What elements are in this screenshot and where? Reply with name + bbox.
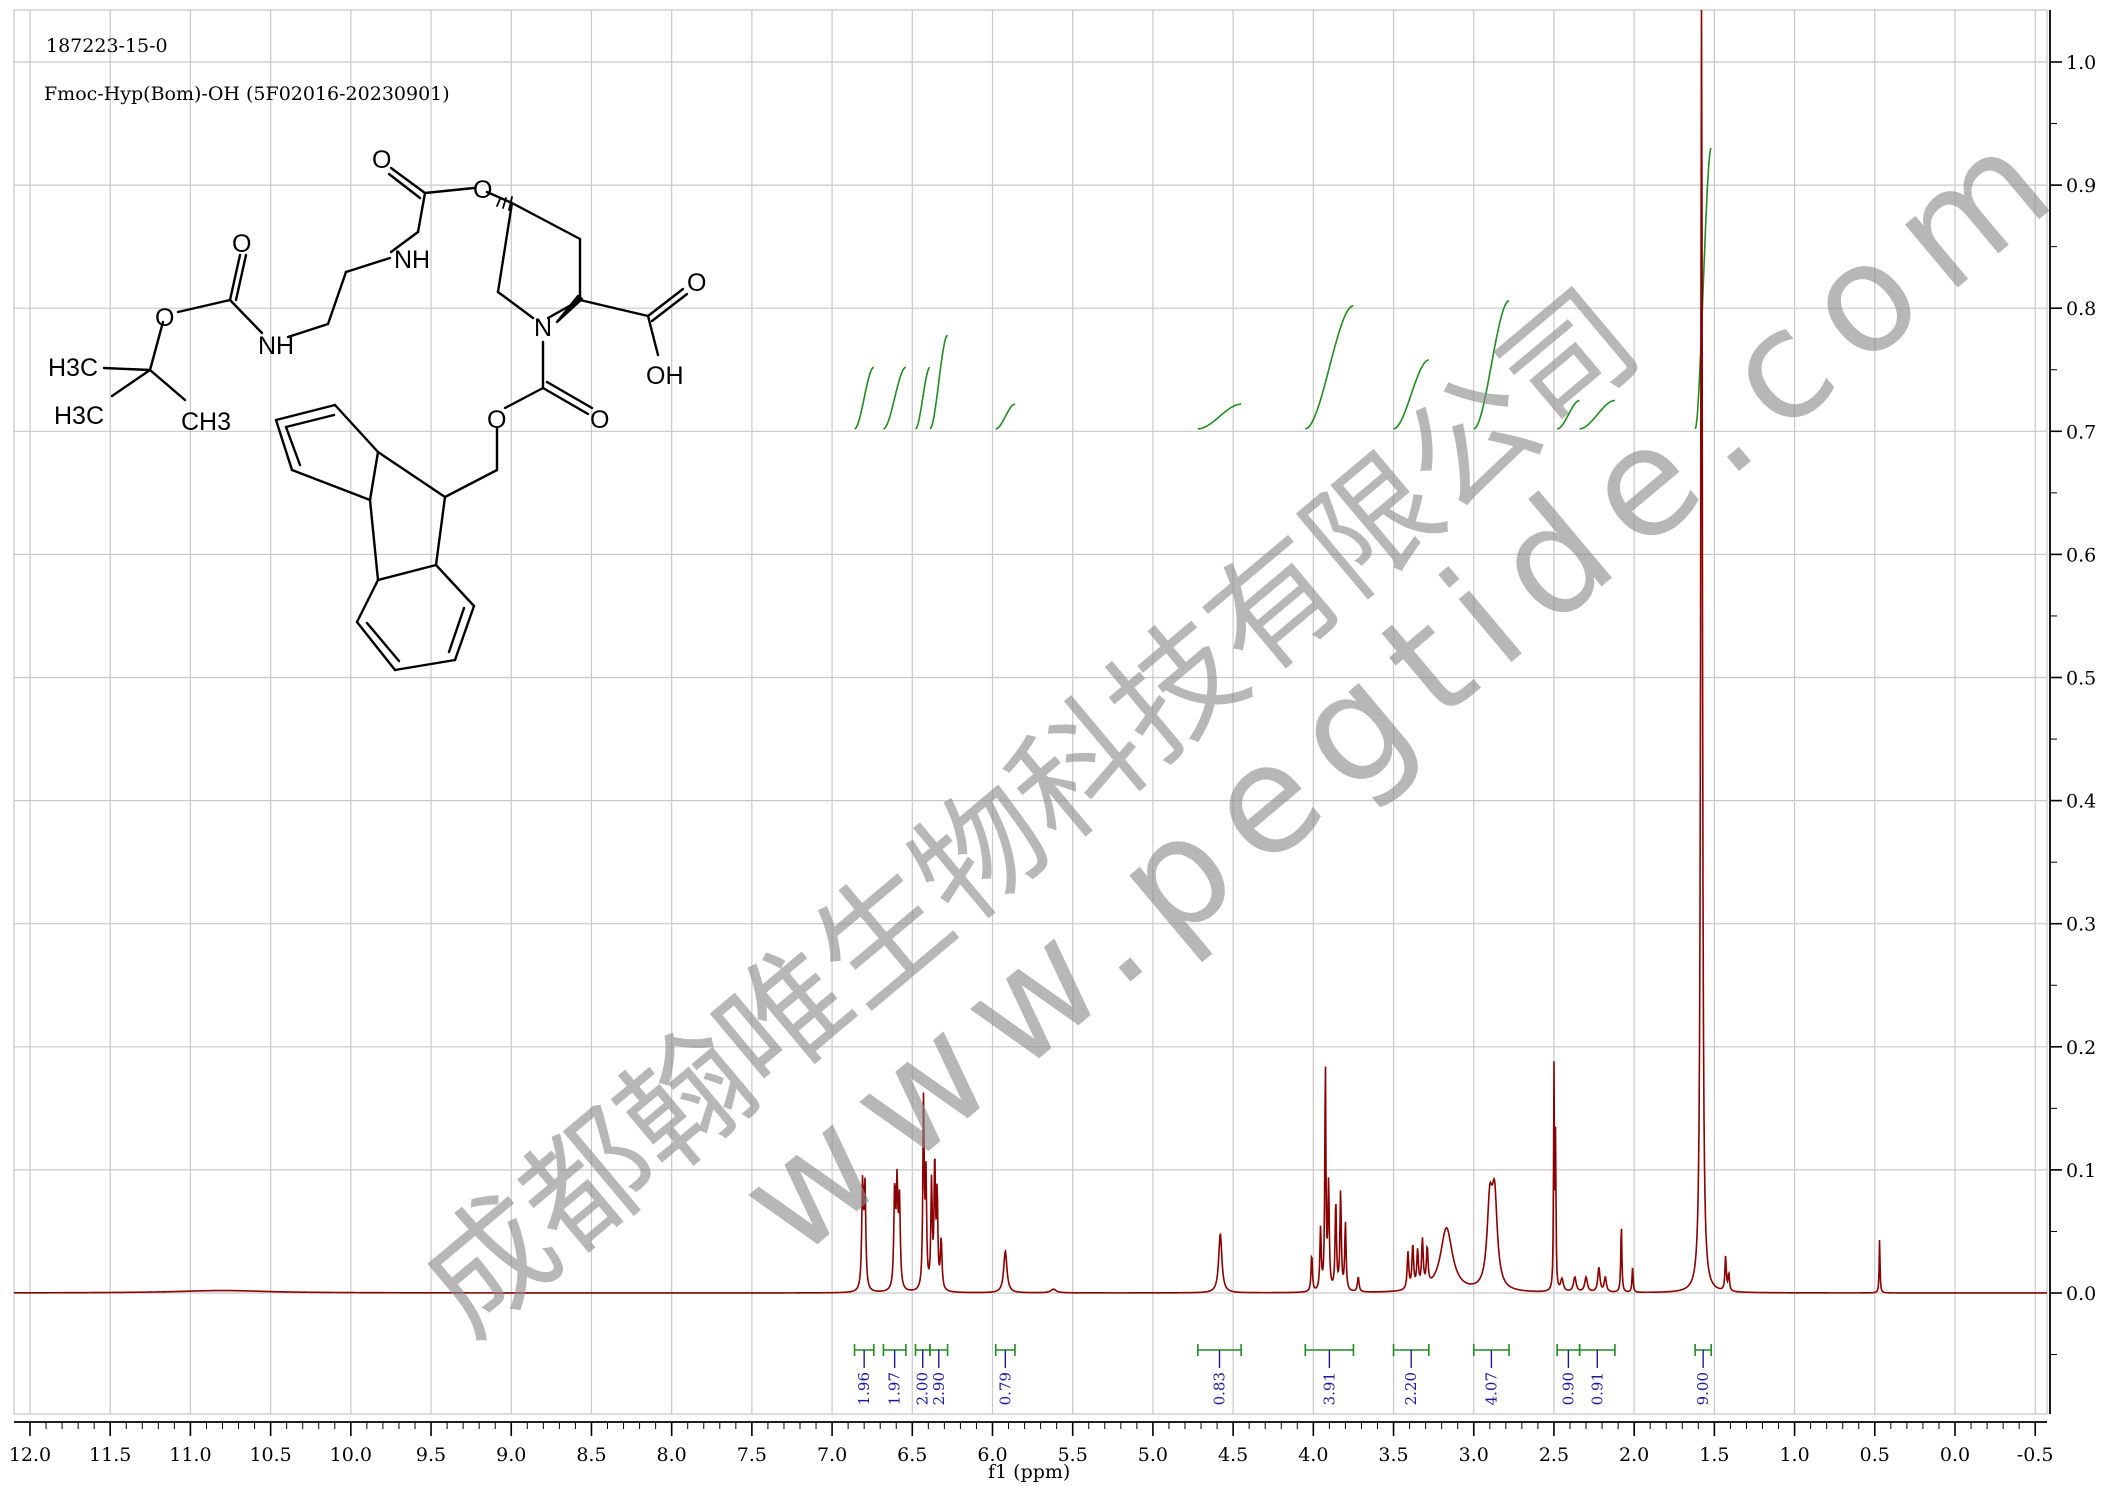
x-tick-label: 4.5 xyxy=(1218,1444,1248,1466)
y-tick-label: 0.6 xyxy=(2066,544,2096,566)
integral-curve xyxy=(854,366,875,430)
integral-value-label: 0.91 xyxy=(1588,1372,1606,1405)
mol-label-o7: O xyxy=(487,406,506,434)
integral-value-label: 2.00 xyxy=(914,1372,932,1405)
integral-layer: 1.96 1.97 2.002.90 0.79 0.83 3.91 2.20 4.07 0.90… xyxy=(853,147,1712,1405)
axes-layer: 12.0 11.5 11.0 10.5 10.0 9.5 9.0 8.5 8.0 7.5 7.0 6.… xyxy=(9,10,2096,1466)
x-tick-label: 11.0 xyxy=(169,1444,211,1466)
y-tick-label: 0.4 xyxy=(2066,791,2096,813)
integral-curve xyxy=(1473,300,1510,430)
y-tick-label: 1.0 xyxy=(2066,52,2096,74)
integral-value-label: 2.20 xyxy=(1402,1372,1420,1405)
mol-label-n: N xyxy=(534,314,552,342)
x-tick-label: 1.5 xyxy=(1699,1444,1729,1466)
integral-value-label: 0.90 xyxy=(1559,1372,1577,1405)
integral-value-label: 1.96 xyxy=(855,1372,873,1405)
integral-value-label: 1.97 xyxy=(886,1372,904,1405)
grid-layer xyxy=(13,9,2048,1415)
mol-label-h3c-2: H3C xyxy=(54,402,104,430)
mol-label-o4: O xyxy=(155,304,174,332)
x-tick-label: 9.5 xyxy=(416,1444,446,1466)
x-tick-label: 8.5 xyxy=(576,1444,606,1466)
x-tick-label: 6.0 xyxy=(977,1444,1007,1466)
y-tick-label: 0.5 xyxy=(2066,668,2096,690)
watermark-company: 成都翰唯生物科技有限公司 xyxy=(394,262,1666,1363)
x-tick-label: 3.0 xyxy=(1459,1444,1489,1466)
integral-curve xyxy=(1579,399,1615,430)
mol-label-o5: O xyxy=(687,269,706,297)
x-tick-label: 4.0 xyxy=(1298,1444,1328,1466)
integral-curve xyxy=(1694,147,1712,430)
y-tick-label: 0.7 xyxy=(2066,421,2096,443)
x-tick-label: 0.5 xyxy=(1860,1444,1890,1466)
spectrum-trace xyxy=(14,9,2047,1294)
integral-curve xyxy=(883,366,907,430)
watermark-website: www.pegtide.com xyxy=(708,82,2100,1289)
molecule-structure: O NH O O O NH H3C H3C CH3 N OH O O O xyxy=(48,146,706,672)
y-tick-label: 0.2 xyxy=(2066,1037,2096,1059)
mol-label-o2: O xyxy=(473,176,492,204)
integral-curve xyxy=(929,334,948,430)
x-tick-label: 9.0 xyxy=(496,1444,526,1466)
integral-value-label: 0.79 xyxy=(996,1372,1014,1405)
integral-value-label: 4.07 xyxy=(1482,1372,1500,1405)
x-tick-label: 6.5 xyxy=(897,1444,927,1466)
integral-value-label: 9.00 xyxy=(1694,1372,1712,1405)
y-tick-label: 0.9 xyxy=(2066,175,2096,197)
x-tick-label: 2.5 xyxy=(1539,1444,1569,1466)
x-tick-label: 12.0 xyxy=(9,1444,51,1466)
y-tick-label: 0.3 xyxy=(2066,914,2096,936)
sample-title: Fmoc-Hyp(Bom)-OH (5F02016-20230901) xyxy=(44,83,450,105)
mol-label-nh1: NH xyxy=(394,246,430,274)
spectrum-layer xyxy=(14,9,2047,1294)
y-tick-label: 0.0 xyxy=(2066,1283,2096,1305)
x-tick-label: 11.5 xyxy=(89,1444,131,1466)
x-tick-label: 10.5 xyxy=(249,1444,291,1466)
watermark: 成都翰唯生物科技有限公司 www.pegtide.com xyxy=(394,82,2100,1363)
x-tick-label: -0.5 xyxy=(2017,1444,2054,1466)
integral-curve xyxy=(1393,359,1429,430)
mol-label-o6: O xyxy=(590,406,609,434)
integral-curve xyxy=(915,366,931,430)
x-tick-label: 3.5 xyxy=(1378,1444,1408,1466)
x-tick-label: 8.0 xyxy=(657,1444,687,1466)
x-tick-label: 5.0 xyxy=(1138,1444,1168,1466)
integral-value-label: 2.90 xyxy=(930,1372,948,1405)
x-tick-label: 1.0 xyxy=(1779,1444,1809,1466)
integral-curve xyxy=(995,403,1016,430)
x-tick-label: 0.0 xyxy=(1940,1444,1970,1466)
integral-value-label: 3.91 xyxy=(1320,1372,1338,1405)
y-tick-label: 0.8 xyxy=(2066,298,2096,320)
x-tick-label: 7.5 xyxy=(737,1444,767,1466)
mol-label-oh: OH xyxy=(646,362,684,390)
integral-curve xyxy=(1197,403,1242,430)
integral-curve xyxy=(1557,399,1580,430)
x-tick-label: 7.0 xyxy=(817,1444,847,1466)
mol-label-nh2: NH xyxy=(258,332,294,360)
x-tick-label: 5.5 xyxy=(1058,1444,1088,1466)
mol-label-o1: O xyxy=(372,146,391,174)
mol-label-ch3: CH3 xyxy=(181,408,231,436)
x-axis-label: f1 (ppm) xyxy=(988,1461,1070,1483)
integral-curve xyxy=(1305,304,1354,430)
cas-number: 187223-15-0 xyxy=(46,35,168,57)
y-tick-label: 0.1 xyxy=(2066,1160,2096,1182)
mol-label-h3c-1: H3C xyxy=(48,354,98,382)
integral-value-label: 0.83 xyxy=(1211,1372,1229,1405)
plot-frame xyxy=(13,9,2048,1415)
x-tick-label: 2.0 xyxy=(1619,1444,1649,1466)
mol-label-o3: O xyxy=(232,230,251,258)
x-tick-label: 10.0 xyxy=(330,1444,372,1466)
